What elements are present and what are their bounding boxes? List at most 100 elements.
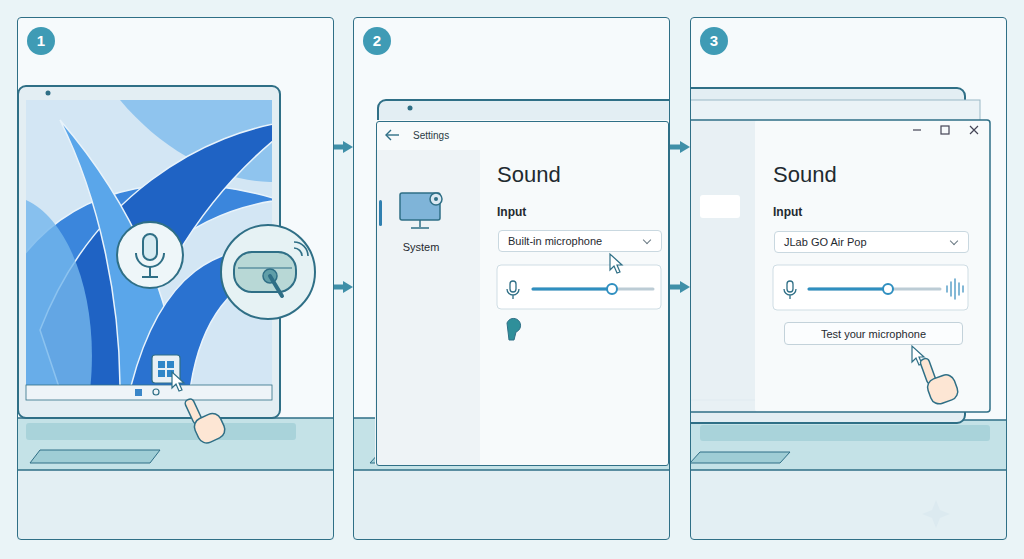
microphone-icon	[143, 234, 157, 260]
volume-slider	[958, 283, 960, 295]
microphone-icon	[149, 267, 151, 277]
pointing-hand	[925, 372, 960, 406]
sound-window	[690, 120, 755, 412]
system-monitor-icon	[419, 220, 421, 227]
laptop-desktop	[153, 389, 159, 395]
sound-window	[970, 126, 978, 134]
laptop-sound	[690, 420, 1007, 470]
settings-chrome	[379, 130, 399, 226]
step-arrow	[334, 145, 343, 150]
volume-slider	[497, 265, 661, 309]
volume-slider	[954, 279, 956, 299]
step-number: 2	[363, 27, 391, 55]
laptop-desktop	[17, 470, 334, 540]
input-dropdown: Built-in microphone	[498, 230, 662, 252]
microphone-icon	[142, 276, 158, 278]
sound-window	[690, 120, 990, 412]
step-arrow	[334, 285, 343, 290]
sound-window	[913, 129, 921, 130]
volume-slider	[607, 284, 617, 294]
pointing-hand	[918, 352, 961, 407]
volume-slider	[809, 288, 940, 291]
volume-slider	[773, 265, 968, 310]
pointing-hand	[191, 411, 227, 446]
sound-window	[700, 195, 740, 218]
laptop-settings	[375, 120, 670, 465]
settings-chrome	[386, 130, 391, 140]
start-button	[158, 361, 165, 368]
settings-chrome	[379, 200, 382, 226]
laptop-settings	[408, 106, 413, 111]
laptop-desktop	[26, 385, 272, 400]
step-panel: Built-in microphone Settings 2	[353, 17, 670, 540]
button-label: Test your microphone	[821, 328, 926, 340]
earbud-icon	[507, 318, 521, 340]
dropdown-value: Built-in microphone	[508, 235, 602, 247]
step-number: 3	[700, 27, 728, 55]
system-monitor-icon	[411, 227, 429, 229]
sparkle	[922, 500, 950, 528]
laptop-sound	[690, 452, 790, 463]
earbuds-case-icon	[234, 252, 296, 292]
pointing-hand	[182, 391, 228, 446]
laptop-sound	[690, 470, 1007, 540]
laptop-sound	[700, 425, 990, 441]
earbuds-case-icon	[294, 242, 308, 256]
laptop-desktop	[46, 91, 51, 96]
laptop-desktop	[17, 418, 334, 470]
volume-slider	[809, 288, 888, 291]
sound-window	[755, 120, 990, 412]
step-number: 1	[27, 27, 55, 55]
earbuds-case-icon	[238, 267, 292, 268]
section-heading: Input	[773, 205, 802, 219]
microphone-icon	[117, 222, 183, 288]
page-heading: Sound	[497, 162, 561, 188]
nav-item: System	[376, 241, 466, 253]
volume-slider	[773, 265, 968, 310]
panel-ground	[17, 17, 334, 540]
pointer-cursor	[172, 372, 184, 391]
laptop-desktop	[17, 86, 334, 540]
earbuds-case-icon	[221, 225, 315, 319]
volume-slider	[787, 281, 793, 292]
microphone-icon	[136, 253, 164, 267]
step-panel: 1	[17, 17, 334, 540]
step-arrow	[670, 145, 680, 150]
laptop-settings	[353, 100, 670, 540]
input-dropdown: JLab GO Air Pop	[774, 231, 969, 253]
window-title: Settings	[413, 130, 449, 141]
laptop-desktop	[26, 423, 296, 440]
settings-chrome	[386, 134, 399, 135]
laptop-settings	[375, 150, 480, 465]
test-button: Test your microphone	[784, 322, 963, 345]
laptop-sound	[690, 88, 1007, 540]
panel-ground	[17, 17, 1007, 540]
system-monitor-icon	[430, 193, 442, 205]
step-panel: JLab GO Air PopTest your microphone 3	[690, 17, 1007, 540]
volume-slider	[950, 282, 952, 296]
volume-slider	[497, 265, 661, 309]
start-button	[158, 370, 165, 377]
earbuds-case-icon	[270, 276, 282, 296]
laptop-desktop	[30, 450, 160, 463]
volume-slider	[510, 281, 516, 292]
volume-slider	[784, 289, 796, 299]
sound-window	[690, 120, 990, 412]
volume-slider	[533, 288, 653, 291]
earbuds-case-icon	[221, 225, 315, 319]
wallpaper-bloom	[26, 200, 92, 385]
section-heading: Input	[497, 205, 526, 219]
system-monitor-icon	[434, 197, 438, 201]
dropdown-value: JLab GO Air Pop	[784, 236, 867, 248]
laptop-settings	[353, 470, 670, 540]
microphone-icon	[117, 222, 183, 288]
volume-slider	[533, 288, 612, 291]
pointer-cursor	[610, 254, 622, 273]
page-heading: Sound	[773, 162, 837, 188]
volume-slider	[947, 279, 963, 299]
volume-slider	[507, 289, 519, 299]
sound-window	[941, 126, 949, 134]
